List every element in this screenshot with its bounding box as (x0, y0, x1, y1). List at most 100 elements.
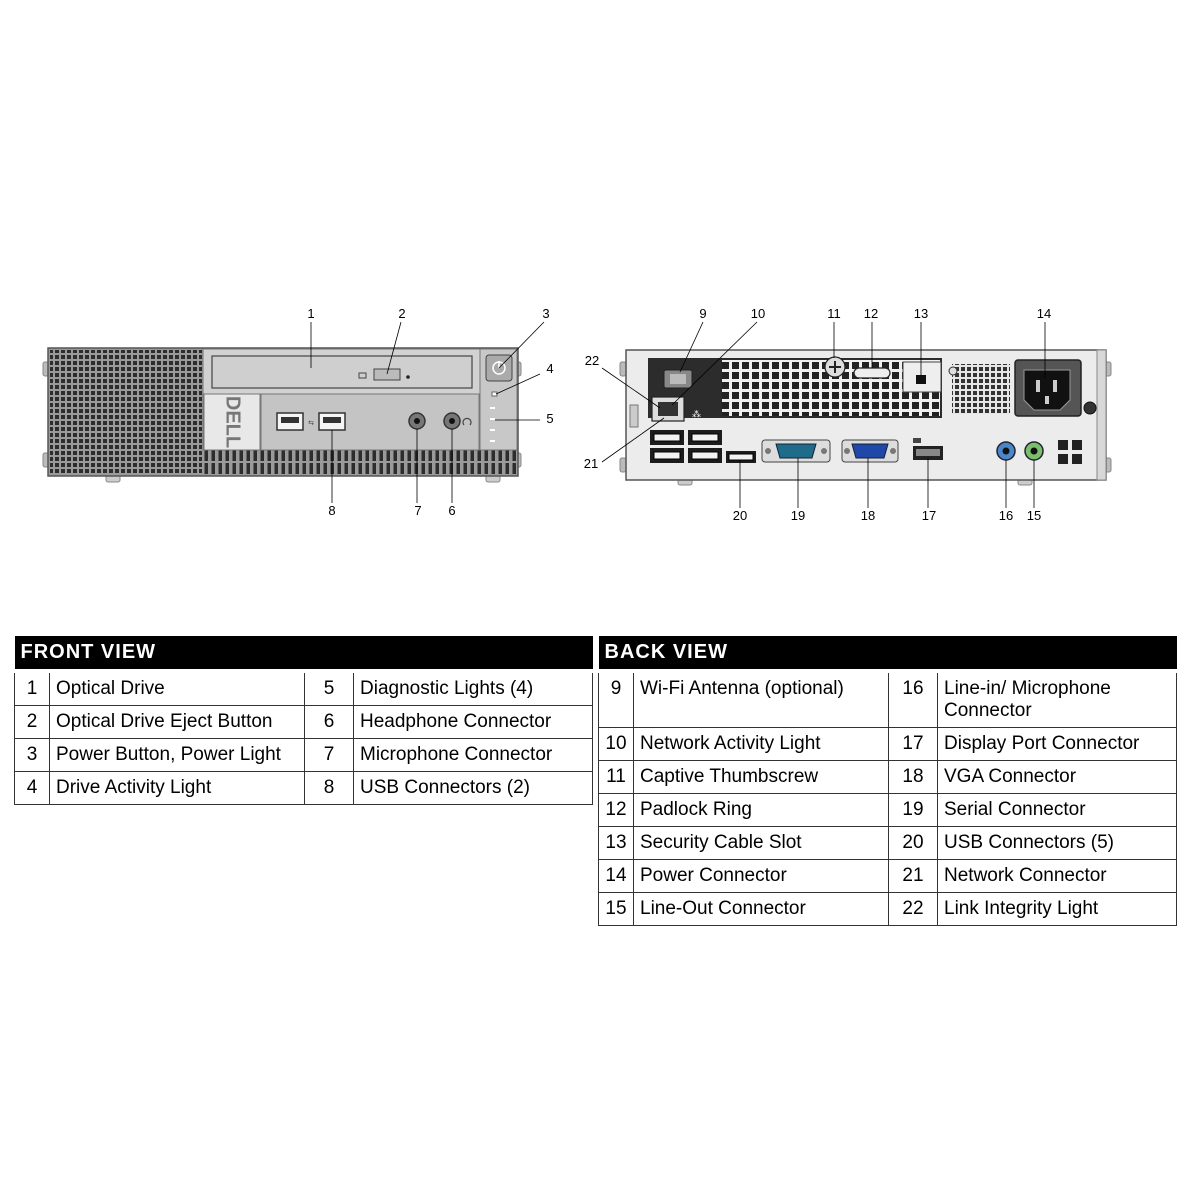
callout-1: 1 (307, 306, 314, 321)
back-view-table: BACK VIEW 9 Wi-Fi Antenna (optional) 16 … (598, 636, 1177, 926)
table-row: 9 Wi-Fi Antenna (optional) 16 Line-in/ M… (598, 670, 1177, 728)
wifi-antenna-port (663, 369, 693, 389)
item-number: 6 (304, 705, 354, 739)
callout-7: 7 (414, 503, 421, 518)
callout-18: 18 (861, 508, 875, 523)
item-label: VGA Connector (937, 760, 1177, 794)
callout-4: 4 (546, 361, 553, 376)
front-computer: DELL ⇆ (42, 347, 522, 483)
table-row: 14 Power Connector 21 Network Connector (598, 859, 1177, 893)
item-label: Optical Drive Eject Button (49, 705, 305, 739)
callout-11: 11 (827, 306, 841, 321)
front-leader-lines (310, 321, 545, 503)
item-label: Network Connector (937, 859, 1177, 893)
item-number: 18 (888, 760, 938, 794)
table-row: 4 Drive Activity Light 8 USB Connectors … (14, 771, 593, 805)
callout-6: 6 (448, 503, 455, 518)
item-label: Padlock Ring (633, 793, 889, 827)
optical-drive (211, 355, 473, 389)
drive-activity-light (491, 391, 498, 397)
callout-14: 14 (1037, 306, 1051, 321)
front-view-table: FRONT VIEW 1 Optical Drive 5 Diagnostic … (14, 636, 593, 805)
table-row: 1 Optical Drive 5 Diagnostic Lights (4) (14, 670, 593, 706)
item-number: 16 (888, 670, 938, 728)
table-row: 15 Line-Out Connector 22 Link Integrity … (598, 892, 1177, 926)
network-connector: ⁂ (651, 396, 701, 422)
item-label: Wi-Fi Antenna (optional) (633, 670, 889, 728)
callout-21: 21 (584, 456, 598, 471)
line-out-connector (1024, 441, 1044, 461)
item-label: Headphone Connector (353, 705, 593, 739)
item-label: Power Button, Power Light (49, 738, 305, 772)
item-number: 22 (888, 892, 938, 926)
security-cable-slot (902, 361, 942, 393)
serial-connector (761, 439, 831, 463)
item-number: 8 (304, 771, 354, 805)
line-in-microphone-connector (996, 441, 1016, 461)
optical-drive-eject-button (373, 368, 401, 381)
callout-17: 17 (922, 508, 936, 523)
item-number: 20 (888, 826, 938, 860)
table-row: 11 Captive Thumbscrew 18 VGA Connector (598, 760, 1177, 794)
item-label: Power Connector (633, 859, 889, 893)
item-number: 3 (14, 738, 50, 772)
item-number: 15 (598, 892, 634, 926)
vga-connector (841, 439, 899, 463)
callout-2: 2 (398, 306, 405, 321)
item-number: 10 (598, 727, 634, 761)
power-connector (1014, 359, 1082, 417)
callout-22: 22 (585, 353, 599, 368)
item-number: 13 (598, 826, 634, 860)
item-number: 12 (598, 793, 634, 827)
item-number: 7 (304, 738, 354, 772)
svg-text:⁂: ⁂ (692, 409, 701, 419)
item-label: Display Port Connector (937, 727, 1177, 761)
microphone-connector (408, 412, 426, 430)
callout-15: 15 (1027, 508, 1041, 523)
item-label: Network Activity Light (633, 727, 889, 761)
captive-thumbscrew (824, 356, 846, 378)
front-usb-connectors: ⇆ (276, 412, 346, 431)
item-label: Line-in/ Microphone Connector (937, 670, 1177, 728)
item-label: Microphone Connector (353, 738, 593, 772)
table-row: 13 Security Cable Slot 20 USB Connectors… (598, 826, 1177, 860)
item-number: 4 (14, 771, 50, 805)
back-view-title: BACK VIEW (598, 636, 1177, 673)
diagnostic-lights (490, 407, 495, 442)
item-label: USB Connectors (5) (937, 826, 1177, 860)
item-number: 19 (888, 793, 938, 827)
computer-diagram: DELL ⇆ 1 2 3 4 5 6 7 8 (42, 306, 1112, 523)
item-label: Drive Activity Light (49, 771, 305, 805)
back-computer: ⁂ (619, 349, 1112, 486)
item-number: 14 (598, 859, 634, 893)
callout-12: 12 (864, 306, 878, 321)
table-row: 2 Optical Drive Eject Button 6 Headphone… (14, 705, 593, 739)
back-leader-lines (601, 321, 1046, 508)
callout-13: 13 (914, 306, 928, 321)
item-number: 9 (598, 670, 634, 728)
callout-9: 9 (699, 306, 706, 321)
callout-8: 8 (328, 503, 335, 518)
callout-20: 20 (733, 508, 747, 523)
callout-19: 19 (791, 508, 805, 523)
svg-text:⇆: ⇆ (308, 420, 314, 427)
item-number: 21 (888, 859, 938, 893)
item-number: 1 (14, 670, 50, 706)
table-row: 12 Padlock Ring 19 Serial Connector (598, 793, 1177, 827)
table-row: 10 Network Activity Light 17 Display Por… (598, 727, 1177, 761)
front-view-title: FRONT VIEW (14, 636, 593, 673)
item-label: Serial Connector (937, 793, 1177, 827)
item-number: 2 (14, 705, 50, 739)
item-label: Captive Thumbscrew (633, 760, 889, 794)
item-label: USB Connectors (2) (353, 771, 593, 805)
item-label: Line-Out Connector (633, 892, 889, 926)
item-label: Diagnostic Lights (4) (353, 670, 593, 706)
item-number: 17 (888, 727, 938, 761)
item-label: Optical Drive (49, 670, 305, 706)
display-port-connector (913, 438, 943, 460)
callout-5: 5 (546, 411, 553, 426)
callout-3: 3 (542, 306, 549, 321)
padlock-ring (853, 367, 891, 379)
item-label: Link Integrity Light (937, 892, 1177, 926)
dell-logo: DELL (222, 396, 244, 448)
